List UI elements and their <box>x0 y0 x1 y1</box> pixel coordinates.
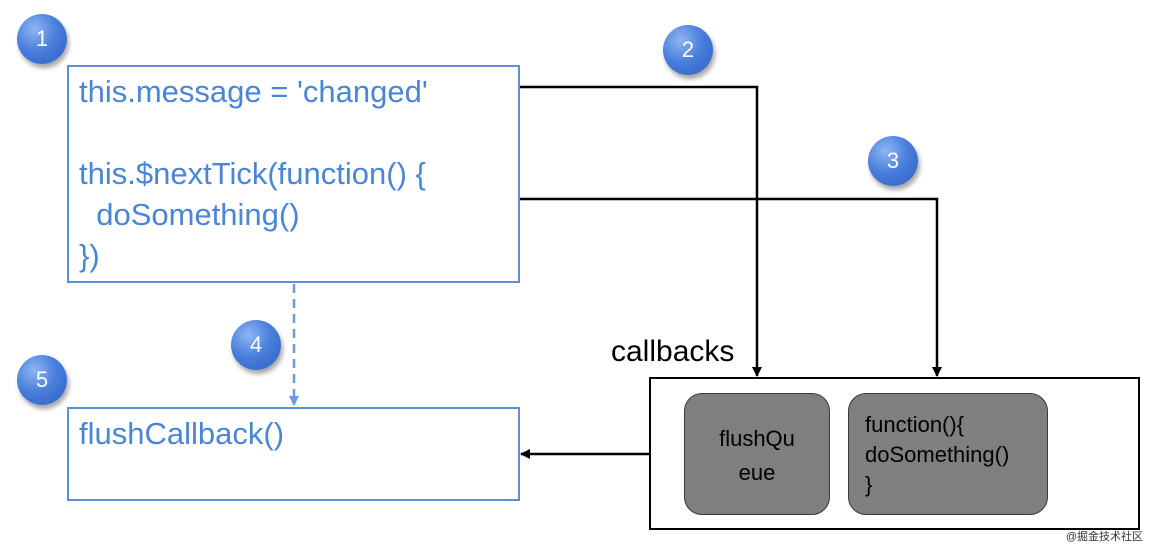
arrow-nexttick-to-function <box>519 197 942 377</box>
callback-item-flushqueue-line-1: flushQu <box>719 426 795 451</box>
callback-item-function: function(){ doSomething() } <box>848 393 1048 515</box>
callback-item-function-line-2: doSomething() <box>865 442 1010 467</box>
step-badge-4: 4 <box>231 320 281 370</box>
callback-item-flushqueue-line-2: eue <box>738 460 776 485</box>
arrow-message-to-flushqueue <box>519 85 762 377</box>
code-line-close: }) <box>79 238 100 273</box>
code-block <box>67 65 520 283</box>
callback-item-flushqueue: flushQu eue <box>684 393 830 515</box>
watermark: @掘金技术社区 <box>1065 531 1143 543</box>
callback-item-function-line-3: } <box>865 472 873 497</box>
callback-item-function-line-1: function(){ <box>865 412 965 437</box>
flush-callback-text: flushCallback() <box>79 416 285 451</box>
step-badge-1: 1 <box>17 14 67 64</box>
step-badge-2: 2 <box>663 25 713 75</box>
code-line-dosomething: doSomething() <box>79 197 300 232</box>
callbacks-label: callbacks <box>611 335 735 368</box>
code-line-message: this.message = 'changed' <box>79 74 428 109</box>
step-badge-3: 3 <box>868 136 918 186</box>
code-line-nexttick: this.$nextTick(function() { <box>79 156 426 191</box>
flush-callback-block <box>67 407 520 501</box>
step-badge-5: 5 <box>17 355 67 405</box>
